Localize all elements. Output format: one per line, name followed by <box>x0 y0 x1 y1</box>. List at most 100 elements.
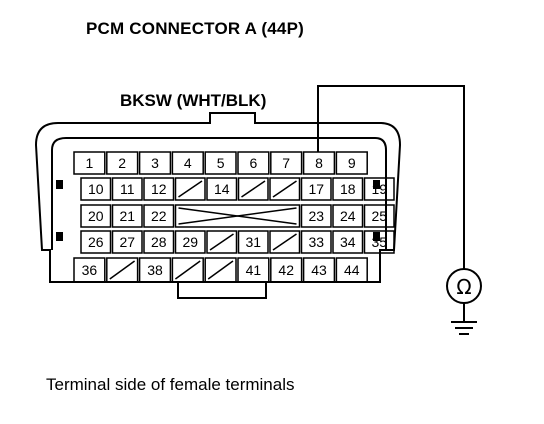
terminal-cell <box>300 177 332 201</box>
terminal-number: 26 <box>88 234 104 250</box>
terminal-number: 18 <box>340 181 356 197</box>
terminal-cell <box>206 230 238 254</box>
empty-terminal-cross <box>178 207 297 225</box>
terminal-number: 43 <box>311 262 327 278</box>
terminal-cell <box>363 177 395 201</box>
terminal-cell <box>270 257 303 283</box>
terminal-number: 5 <box>217 155 225 171</box>
terminal-number: 1 <box>86 155 94 171</box>
terminal-number: 38 <box>147 262 163 278</box>
terminal-number: 11 <box>120 181 135 197</box>
empty-terminal-slash <box>207 260 234 280</box>
terminal-number: 20 <box>88 208 104 224</box>
terminal-cell <box>363 204 395 228</box>
terminal-cell <box>302 151 336 175</box>
wire-label: BKSW (WHT/BLK) <box>120 91 267 110</box>
empty-terminal-slash <box>209 233 234 251</box>
terminal-cell <box>171 257 204 283</box>
terminal-number: 17 <box>308 181 324 197</box>
terminal-number: 29 <box>182 234 198 250</box>
terminal-cell <box>237 151 270 175</box>
empty-terminal-slash <box>241 180 266 198</box>
empty-terminal-slash <box>178 180 203 198</box>
terminal-number: 23 <box>308 208 324 224</box>
terminal-cell <box>171 151 204 175</box>
terminal-cell <box>237 257 270 283</box>
terminal-number: 19 <box>371 181 387 197</box>
terminal-number: 25 <box>371 208 387 224</box>
terminal-cell <box>80 230 112 254</box>
lock-tab-left-bottom <box>56 232 63 241</box>
terminal-number: 7 <box>282 155 290 171</box>
connector-shell <box>34 112 402 283</box>
terminal-cell <box>332 230 364 254</box>
terminal-number: 12 <box>151 181 167 197</box>
terminal-cell <box>111 230 143 254</box>
terminal-cell <box>138 151 172 175</box>
terminal-cell <box>143 177 175 201</box>
terminal-cell <box>269 177 301 201</box>
lock-tab-left-top <box>56 180 63 189</box>
terminal-cell <box>335 257 368 283</box>
terminal-number: 10 <box>88 181 104 197</box>
terminal-cell <box>332 204 364 228</box>
terminal-number: 41 <box>246 262 262 278</box>
ohm-symbol: Ω <box>456 275 471 299</box>
terminal-cell <box>270 151 303 175</box>
terminal-cell <box>335 151 368 175</box>
terminal-number: 24 <box>340 208 356 224</box>
terminal-cell <box>174 177 206 201</box>
terminal-cell <box>111 204 143 228</box>
terminal-number: 35 <box>371 234 387 250</box>
terminal-number: 21 <box>119 208 135 224</box>
terminal-cell <box>174 230 206 254</box>
terminal-cell <box>106 257 139 283</box>
terminal-number: 44 <box>344 262 360 278</box>
connector-latch <box>177 282 267 299</box>
terminal-cell <box>204 257 237 283</box>
terminal-number: 22 <box>151 208 167 224</box>
terminal-cell <box>138 257 172 283</box>
lock-tab-right-bottom <box>373 232 380 241</box>
terminal-number: 8 <box>315 155 323 171</box>
terminal-number: 6 <box>250 155 258 171</box>
terminal-number: 2 <box>118 155 126 171</box>
caption: Terminal side of female terminals <box>46 375 295 394</box>
terminal-number: 36 <box>82 262 98 278</box>
probe-wire <box>317 85 465 270</box>
terminal-cell <box>237 230 269 254</box>
terminal-number: 28 <box>151 234 167 250</box>
terminal-number: 42 <box>278 262 294 278</box>
terminal-number: 31 <box>245 234 261 250</box>
terminal-cell <box>143 230 175 254</box>
empty-terminal-slash <box>174 260 201 280</box>
empty-terminal-slash <box>272 233 297 251</box>
terminal-cell <box>143 204 175 228</box>
empty-terminal-slash <box>272 180 297 198</box>
terminal-number: 9 <box>348 155 356 171</box>
terminal-number: 33 <box>308 234 324 250</box>
terminal-number: 14 <box>214 181 230 197</box>
lock-tab-right-top <box>373 180 380 189</box>
terminal-cell <box>302 257 336 283</box>
terminal-cell <box>174 204 301 228</box>
terminal-cell <box>363 230 395 254</box>
terminal-number: 3 <box>151 155 159 171</box>
terminal-cell <box>80 204 112 228</box>
terminal-cell <box>73 257 106 283</box>
terminal-cell <box>300 204 332 228</box>
terminal-number: 27 <box>119 234 135 250</box>
terminal-cell <box>111 177 143 201</box>
terminal-cell <box>106 151 139 175</box>
connector-inner-frame <box>51 137 387 250</box>
terminal-cell <box>204 151 237 175</box>
terminal-cell <box>206 177 238 201</box>
terminal-number: 4 <box>184 155 192 171</box>
terminal-cell <box>237 177 269 201</box>
empty-terminal-slash <box>109 260 136 280</box>
diagram-title: PCM CONNECTOR A (44P) <box>86 19 304 38</box>
terminal-cell <box>80 177 112 201</box>
terminal-number: 34 <box>340 234 356 250</box>
